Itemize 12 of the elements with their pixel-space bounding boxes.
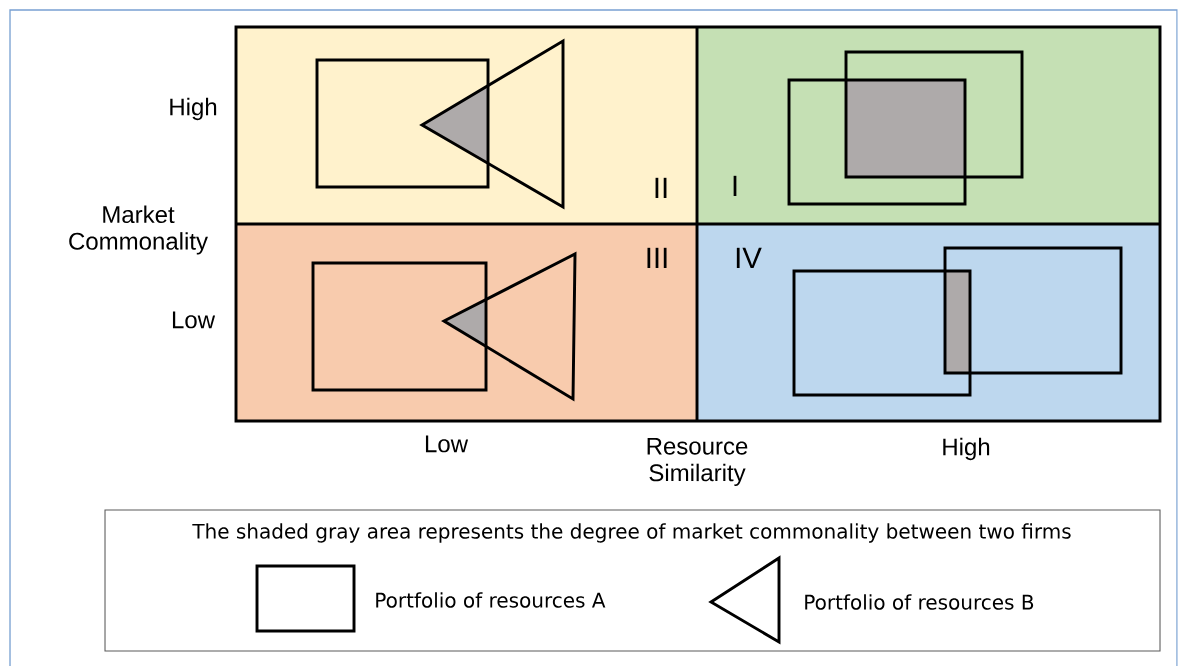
quadrant-numeral: I: [733, 175, 737, 196]
legend-label: Portfolio of resources A: [376, 592, 606, 608]
quadrant: [697, 224, 1160, 421]
quadrant-numeral: II: [655, 177, 667, 198]
axis-title: Resource Similarity: [647, 437, 748, 487]
axis-title: Market Commonality: [69, 205, 208, 255]
quadrant-numeral: III: [647, 247, 667, 268]
quadrant: [236, 27, 697, 224]
legend-label: Portfolio of resources B: [805, 594, 1034, 610]
quadrant-numeral: IV: [736, 247, 762, 268]
note: The shaded gray area represents the degree of market commonality between two firms: [192, 523, 1071, 543]
quadrant: [236, 224, 697, 421]
